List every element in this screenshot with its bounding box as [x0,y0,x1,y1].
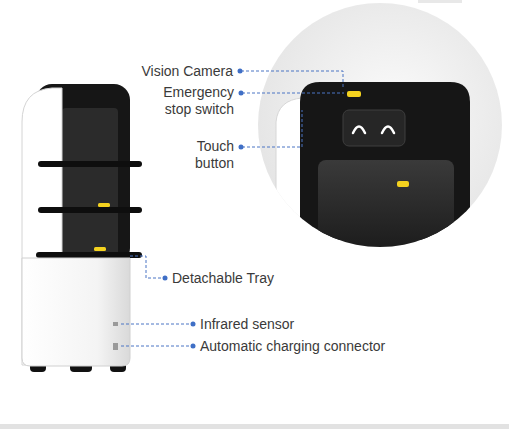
leader-dot [163,276,168,281]
leader-line [241,71,343,88]
tray [38,161,142,167]
sensor [113,322,118,326]
tray [36,252,142,258]
leader-line [242,93,344,94]
callout-label: Infrared sensor [200,316,400,333]
leader-dot [239,145,244,150]
face-screen [343,110,405,146]
leader-dot [191,344,196,349]
eye [382,127,394,134]
indicator-light [98,203,110,207]
indicator-light [94,247,106,251]
robot-interior [62,108,118,258]
tray [38,207,142,213]
head-side [276,98,302,240]
stop-switch [347,91,361,97]
leader-line [242,110,302,147]
head-opening [318,160,454,250]
callout-label: Detachable Tray [172,270,352,287]
leader-dot [191,322,196,327]
leader-line [121,346,191,347]
leader-lines [121,71,344,346]
leader-line [121,324,191,325]
leader-dot [238,69,243,74]
callout-label: Emergency stop switch [142,84,234,118]
charging-connector [113,343,118,350]
robot-body [22,84,142,372]
callout-label: Vision Camera [113,63,233,80]
leader-line [130,256,163,278]
leader-dot [239,91,244,96]
bottom-rule [0,424,509,429]
indicator-light [397,181,409,187]
top-bar [418,0,462,3]
robot-base [22,258,130,366]
callout-label: Touch button [172,138,234,172]
callout-label: Automatic charging connector [200,338,500,355]
eye [353,127,365,134]
zoom-detail [276,82,470,250]
